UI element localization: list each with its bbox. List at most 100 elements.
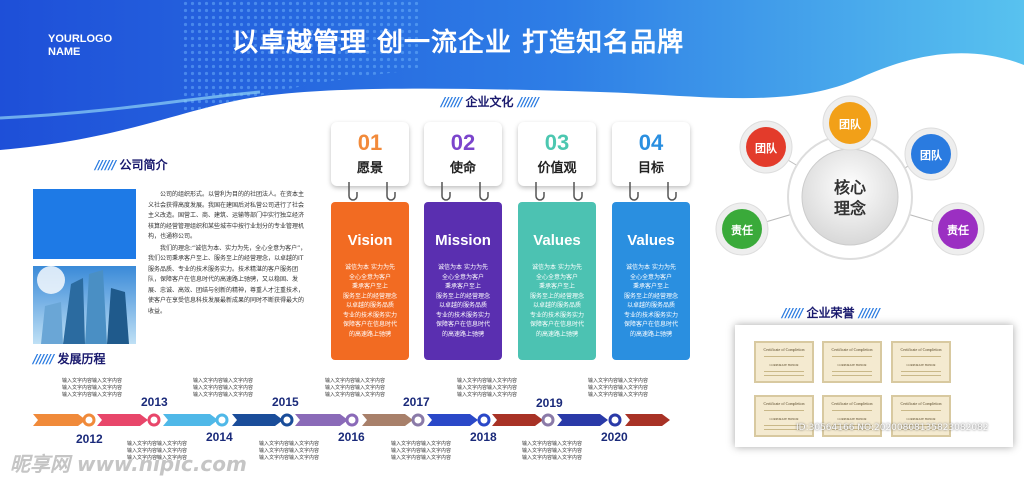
header-banner (0, 0, 1024, 150)
timeline-title-text: 发展历程 (57, 352, 106, 366)
core-node-team-orange: 团队 (822, 95, 878, 151)
timeline-node (541, 413, 555, 427)
culture-card-vision: 01 愿景 Vision 诚信为本 实力为先全心全意为客户秉承客户至上服务至上的… (331, 122, 409, 360)
culture-card-body: Values 诚信为本 实力为先全心全意为客户秉承客户至上服务至上的经营理念以卓… (612, 202, 690, 360)
timeline-node (215, 413, 229, 427)
timeline-note: 输入文字内容输入文字内容输入文字内容输入文字内容输入文字内容输入文字内容 (193, 378, 254, 398)
title-slashes: ////// (782, 306, 803, 320)
intro-title-text: 公司简介 (119, 158, 168, 172)
timeline-year: 2017 (403, 395, 430, 409)
timeline-node (82, 413, 96, 427)
culture-card-values: 03 价值观 Values 诚信为本 实力为先全心全意为客户秉承客户至上服务至上… (518, 122, 596, 360)
timeline-arrow-strip (33, 413, 670, 427)
culture-card-header: 04 目标 (612, 122, 690, 186)
timeline-note: 输入文字内容输入文字内容输入文字内容输入文字内容输入文字内容输入文字内容 (457, 378, 518, 398)
culture-card-header: 01 愿景 (331, 122, 409, 186)
slogan: 以卓越管理 创一流企业 打造知名品牌 (232, 28, 685, 58)
title-slashes: ////// (517, 95, 539, 109)
culture-title-text: 企业文化 (465, 95, 514, 109)
culture-desc: 诚信为本 实力为先全心全意为客户秉承客户至上服务至上的经营理念以卓越的服务品质专… (623, 264, 678, 338)
culture-card-mission: 02 使命 Mission 诚信为本 实力为先全心全意为客户秉承客户至上服务至上… (424, 122, 502, 360)
logo: YOURLOGO NAME (48, 33, 112, 59)
timeline-year: 2018 (470, 430, 497, 444)
culture-desc: 诚信为本 实力为先全心全意为客户秉承客户至上服务至上的经营理念以卓越的服务品质专… (435, 264, 490, 338)
logo-line1: YOURLOGO (48, 33, 113, 45)
binder-rings (348, 182, 677, 201)
core-node-duty-purple: 责任 (931, 202, 985, 256)
culture-name: 愿景 (356, 161, 383, 176)
honor-title-text: 企业荣誉 (806, 306, 855, 320)
culture-card-goal: 04 目标 Values 诚信为本 实力为先全心全意为客户秉承客户至上服务至上的… (612, 122, 690, 360)
timeline-arrows (33, 414, 670, 426)
culture-card-body: Values 诚信为本 实力为先全心全意为客户秉承客户至上服务至上的经营理念以卓… (518, 202, 596, 360)
culture-num: 03 (544, 130, 570, 155)
culture-card-body: Mission 诚信为本 实力为先全心全意为客户秉承客户至上服务至上的经营理念以… (424, 202, 502, 360)
intro-text: 公司的组织形式。以营利为目的的社团法人。在资本主义社会获得高度发展。我国在建国后… (148, 190, 308, 318)
core-center-line1: 核心 (834, 178, 866, 197)
culture-card-header: 02 使命 (424, 122, 502, 186)
intro-paragraph: 公司的组织形式。以营利为目的的社团法人。在资本主义社会获得高度发展。我国在建国后… (148, 191, 305, 240)
timeline-note: 输入文字内容输入文字内容输入文字内容输入文字内容输入文字内容输入文字内容 (62, 378, 123, 398)
logo-line2: NAME (48, 46, 81, 58)
svg-text:责任: 责任 (731, 223, 753, 237)
title-slashes: ////// (95, 158, 116, 172)
culture-name: 使命 (449, 161, 476, 176)
timeline-node (345, 413, 359, 427)
core-concept-diagram: 核心 理念 团队 团队 团队 责任 责任 (715, 95, 985, 260)
culture-name: 价值观 (537, 161, 577, 176)
intro-image-blue (33, 189, 136, 259)
timeline-note: 输入文字内容输入文字内容输入文字内容输入文字内容输入文字内容输入文字内容 (522, 441, 583, 461)
culture-en: Values (533, 232, 581, 249)
title-slashes: ////// (858, 306, 880, 320)
timeline-node (280, 413, 294, 427)
culture-card-body: Vision 诚信为本 实力为先全心全意为客户秉承客户至上服务至上的经营理念以卓… (331, 202, 409, 360)
timeline-year: 2020 (601, 430, 628, 444)
timeline-year: 2014 (206, 430, 233, 444)
core-node-team-red: 团队 (739, 120, 793, 174)
timeline-note: 输入文字内容输入文字内容输入文字内容输入文字内容输入文字内容输入文字内容 (259, 441, 320, 461)
svg-text:团队: 团队 (920, 148, 943, 162)
culture-num: 02 (450, 130, 476, 155)
watermark-left: 昵享网 www.nipic.com (10, 452, 247, 476)
svg-text:责任: 责任 (947, 223, 969, 237)
timeline-node (147, 413, 161, 427)
core-node-duty-green: 责任 (715, 202, 769, 256)
title-slashes: ////// (33, 352, 54, 366)
timeline-note: 输入文字内容输入文字内容输入文字内容输入文字内容输入文字内容输入文字内容 (391, 441, 452, 461)
timeline-year: 2012 (76, 432, 103, 446)
timeline-node (477, 413, 491, 427)
culture-en: Mission (435, 232, 491, 249)
timeline-year: 2013 (141, 395, 168, 409)
timeline-note: 输入文字内容输入文字内容输入文字内容输入文字内容输入文字内容输入文字内容 (325, 378, 386, 398)
timeline-note: 输入文字内容输入文字内容输入文字内容输入文字内容输入文字内容输入文字内容 (127, 441, 188, 461)
timeline-node (608, 413, 622, 427)
culture-en: Values (627, 232, 675, 249)
timeline-year: 2015 (272, 395, 299, 409)
timeline-year: 2016 (338, 430, 365, 444)
intro-paragraph: 我们的理念:“诚信为本、实力为先，全心全意为客户”，我们公司秉承客户至上、服务至… (148, 244, 307, 315)
intro-title: ////// 公司简介 (95, 156, 168, 173)
timeline-year: 2019 (536, 396, 563, 410)
culture-title: ////// 企业文化 ////// (441, 93, 539, 110)
culture-num: 01 (357, 130, 383, 155)
honor-title: ////// 企业荣誉 ////// (782, 304, 880, 321)
culture-desc: 诚信为本 实力为先全心全意为客户秉承客户至上服务至上的经营理念以卓越的服务品质专… (529, 264, 584, 338)
timeline-note: 输入文字内容输入文字内容输入文字内容输入文字内容输入文字内容输入文字内容 (588, 378, 649, 398)
culture-en: Vision (347, 232, 393, 249)
culture-desc: 诚信为本 实力为先全心全意为客户秉承客户至上服务至上的经营理念以卓越的服务品质专… (342, 264, 397, 338)
culture-name: 目标 (637, 161, 664, 176)
culture-num: 04 (638, 130, 664, 155)
svg-text:团队: 团队 (839, 117, 862, 131)
core-node-team-blue: 团队 (904, 127, 958, 181)
watermark-right: ID:30564166 NO:20200808135823082082 (796, 423, 989, 433)
intro-image-buildings (33, 266, 136, 344)
culture-card-header: 03 价值观 (518, 122, 596, 186)
core-center-line2: 理念 (834, 199, 867, 218)
